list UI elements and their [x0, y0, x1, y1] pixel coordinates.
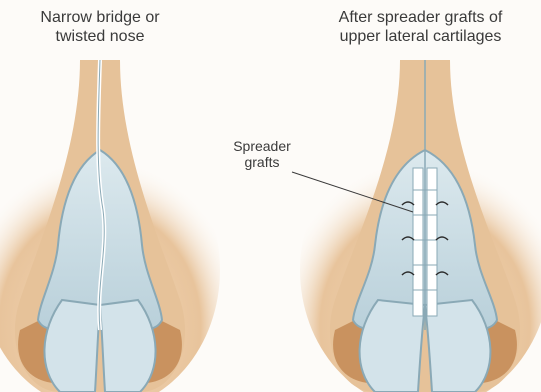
spreader-label-line-1: Spreader	[222, 138, 302, 154]
spreader-grafts-label: Spreader grafts	[222, 138, 302, 170]
spreader-label-line-2: grafts	[222, 154, 302, 170]
left-nose-illustration	[0, 60, 220, 392]
right-nose-illustration	[292, 60, 541, 392]
